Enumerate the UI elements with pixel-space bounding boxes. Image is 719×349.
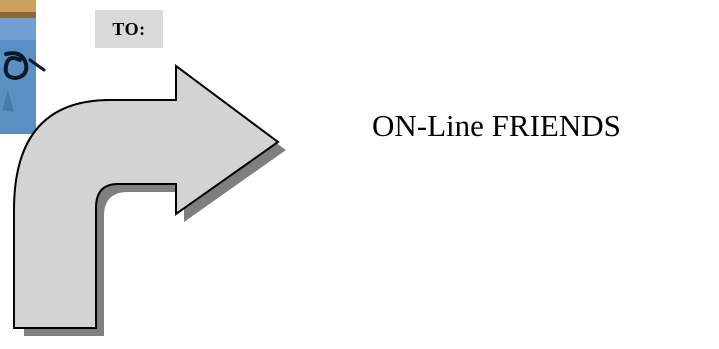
pen-nib-photo-icon bbox=[0, 0, 46, 134]
to-label: TO: bbox=[95, 10, 163, 48]
recipient-name: ON-Line FRIENDS bbox=[372, 108, 621, 143]
arrow-body bbox=[13, 64, 280, 329]
